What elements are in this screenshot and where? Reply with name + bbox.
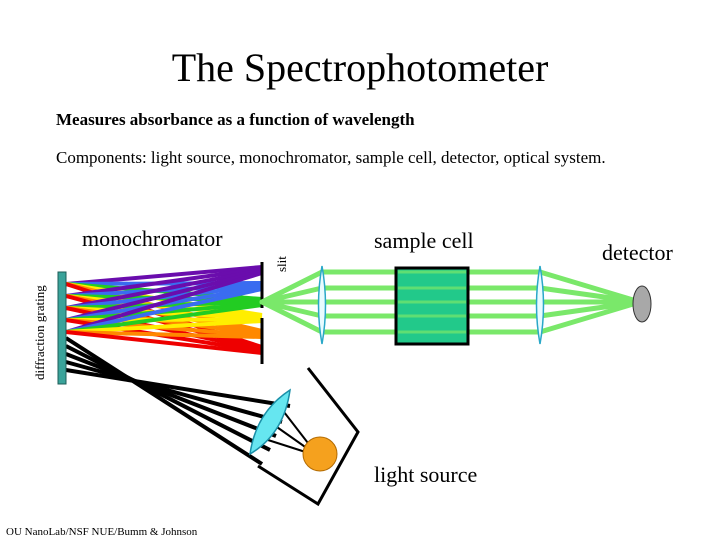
slide-title: The Spectrophotometer xyxy=(171,45,549,90)
spectrum-ray xyxy=(65,271,263,334)
spectrum-ray xyxy=(65,303,263,334)
spectrum-ray xyxy=(65,330,263,355)
slide-subtitle: Measures absorbance as a function of wav… xyxy=(56,110,415,129)
spectrum-ray xyxy=(65,287,263,334)
lamp-lens xyxy=(249,388,291,456)
light-source-housing xyxy=(257,367,360,507)
lamp-rays xyxy=(64,336,291,466)
light-source-label: light source xyxy=(374,462,478,487)
sample-cell-label: sample cell xyxy=(374,228,474,253)
diffraction-grating xyxy=(57,271,67,385)
spectrum-ray xyxy=(65,269,263,322)
detector xyxy=(632,285,652,323)
monochromator-label: monochromator xyxy=(82,226,223,251)
diffraction-grating-label: diffraction grating xyxy=(32,285,47,380)
credit: OU NanoLab/NSF NUE/Bumm & Johnson xyxy=(6,526,198,538)
spectrum-ray xyxy=(65,266,263,298)
collimating-lens xyxy=(317,265,327,345)
lamp-bulb xyxy=(302,436,338,472)
slit-label: slit xyxy=(274,256,289,272)
spectrum-ray xyxy=(65,265,263,286)
sample-beam-inside xyxy=(398,270,466,334)
spectrum-ray xyxy=(65,330,263,339)
focusing-lens xyxy=(535,265,545,345)
detector-label: detector xyxy=(602,240,673,265)
spectrum-ray xyxy=(65,319,263,334)
spectrum-ray xyxy=(65,268,263,310)
components-text: Components: light source, monochromator,… xyxy=(56,148,606,167)
spectrum-fans xyxy=(65,265,263,355)
